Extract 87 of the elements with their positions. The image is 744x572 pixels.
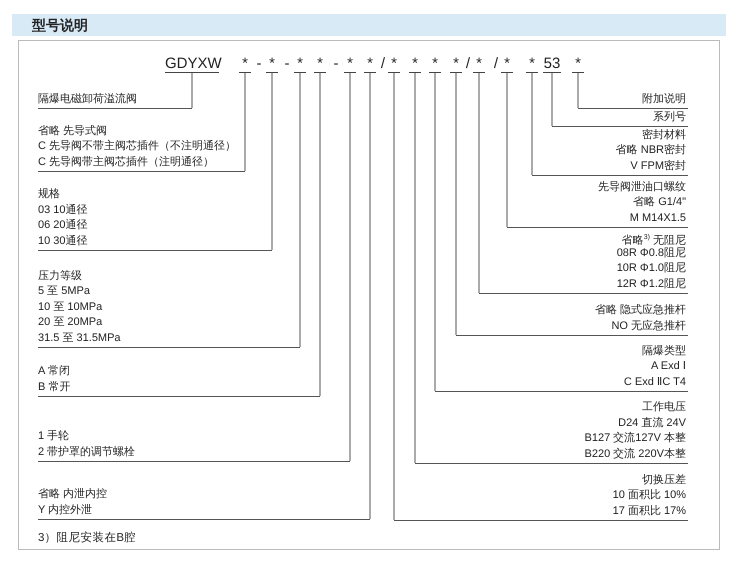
option-text: C 先导阀带主阀芯插件（注明通径） [38, 154, 215, 170]
option-text: 隔爆电磁卸荷溢流阀 [38, 92, 138, 106]
footnote-text: 3）阻尼安装在B腔 [38, 530, 136, 545]
code-field: 53 [543, 56, 561, 73]
option-text: 隔爆类型 [641, 344, 686, 358]
explanation-block [38, 364, 320, 397]
option-text: 切换压差 [641, 472, 686, 488]
option-text: 省略$^{3)}$ 无阻尼 [620, 233, 686, 246]
option-text: A Exd Ⅰ [650, 359, 686, 374]
leader-line [478, 72, 480, 294]
explanation-block [552, 110, 688, 127]
code-field: * [266, 56, 278, 73]
explanation-block [394, 472, 688, 521]
code-field: * [388, 56, 400, 73]
option-text: A 常闭 [38, 364, 71, 379]
option-text: 工作电压 [641, 400, 686, 415]
option-text: 03 10通径 [38, 202, 89, 218]
option-text: 省略 隐式应急推杆 [594, 303, 686, 318]
option-text: 10 至 10MPa [38, 300, 104, 314]
explanation-block [456, 303, 688, 336]
code-field: * [572, 56, 584, 73]
option-text: 省略 G1/4" [632, 195, 686, 210]
option-text: B 常开 [38, 380, 72, 394]
code-field: * [239, 56, 251, 73]
option-text: 08R Φ0.8阻尼 [616, 246, 686, 260]
code-field: * [409, 56, 421, 73]
explanation-block [435, 344, 688, 392]
explanation-block [38, 487, 370, 520]
explanation-block [38, 268, 300, 348]
option-text: V FPM密封 [629, 158, 686, 174]
code-field: * [450, 56, 462, 73]
option-text: C 先导阀不带主阀芯插件（不注明通径） [38, 139, 237, 154]
leader-line [506, 72, 508, 228]
option-text: 10R Φ1.0阻尼 [616, 261, 686, 276]
option-text: 10 30通径 [38, 234, 89, 248]
code-field: * [526, 56, 538, 73]
option-text: 密封材料 [641, 128, 686, 142]
code-field: * [314, 56, 326, 73]
option-text: D24 直流 24V [617, 416, 686, 430]
explanation-block [578, 92, 688, 109]
separator-text: / [466, 56, 470, 72]
option-text: 31.5 至 31.5MPa [38, 330, 122, 346]
code-field: GDYXW [165, 56, 219, 73]
option-text: C Exd ⅡC T4 [622, 374, 686, 390]
explanation-block [415, 400, 688, 464]
code-field: * [344, 56, 356, 73]
separator-text: - [334, 56, 338, 72]
option-text: 压力等级 [38, 268, 83, 284]
option-text: 17 面积比 17% [612, 504, 686, 518]
option-text: 系列号 [652, 110, 686, 124]
leader-line [434, 72, 436, 392]
code-field: * [364, 56, 376, 73]
option-text: 规格 [38, 187, 61, 202]
option-text: Y 内控外泄 [38, 502, 94, 518]
explanation-block [38, 429, 350, 462]
separator-text: / [380, 56, 386, 72]
explanation-block [38, 187, 272, 251]
option-text: 5 至 5MPa [38, 284, 91, 299]
code-field: * [473, 56, 485, 73]
option-text: 先导阀泄油口螺纹 [597, 180, 686, 194]
option-text: 省略 先导式阀 [38, 124, 108, 138]
option-text: 省略 NBR密封 [614, 143, 686, 158]
explanation-block [38, 124, 245, 172]
explanation-block [532, 128, 688, 176]
leader-line [414, 72, 416, 464]
leader-line [244, 72, 246, 172]
explanation-block [38, 92, 192, 109]
separator-text: - [256, 56, 262, 72]
option-text: M M14X1.5 [628, 210, 686, 226]
code-field: * [501, 56, 513, 73]
option-text: B127 交流127V 本整 [584, 431, 686, 446]
option-text: 1 手轮 [38, 429, 70, 444]
option-text: 附加说明 [641, 92, 686, 106]
code-field: * [429, 56, 441, 73]
option-text: 10 面积比 10% [612, 488, 686, 503]
separator-text: / [494, 56, 498, 72]
section-heading: 型号说明 [12, 14, 726, 36]
option-text: 12R Φ1.2阻尼 [616, 276, 686, 292]
separator-text: - [284, 56, 290, 72]
option-text: 06 20通径 [38, 218, 89, 233]
explanation-block [507, 180, 688, 228]
option-text: 20 至 20MPa [38, 315, 104, 330]
option-text: NO 无应急推杆 [610, 318, 686, 334]
code-field: * [294, 56, 306, 73]
option-text: B220 交流 220V本整 [584, 446, 686, 462]
option-text: 省略 内泄内控 [38, 487, 108, 502]
option-text: 2 带护罩的调节螺栓 [38, 444, 136, 460]
